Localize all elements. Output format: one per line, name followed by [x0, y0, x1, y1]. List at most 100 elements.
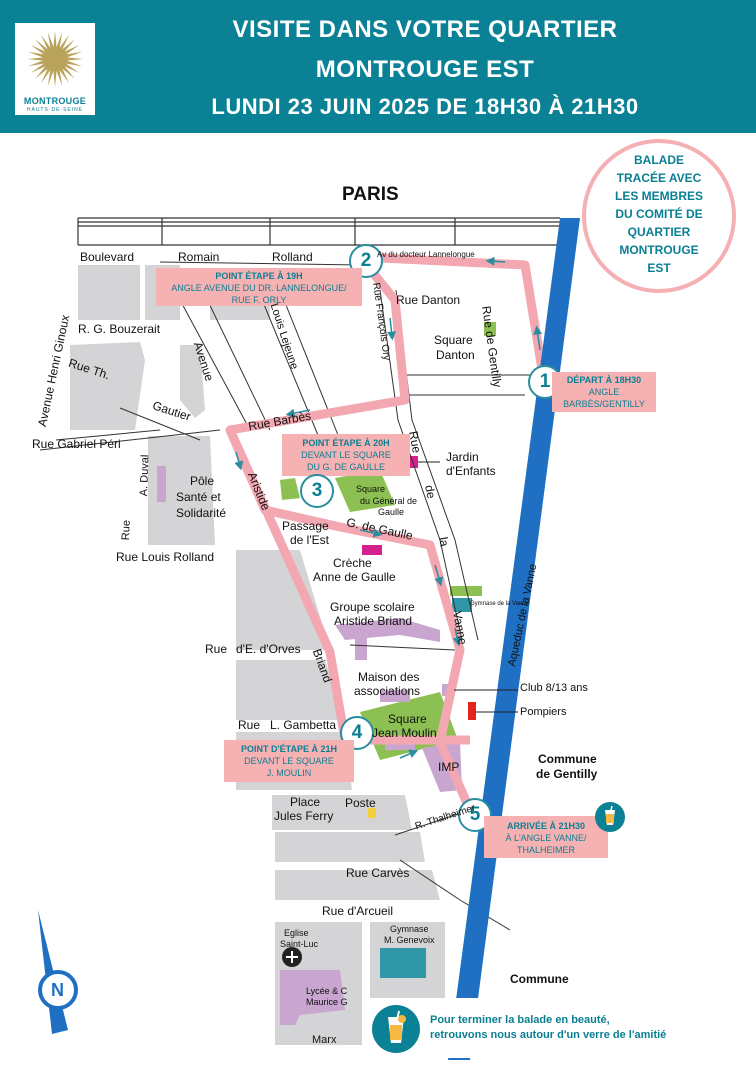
label-north: N	[51, 980, 64, 1000]
label-rue-danton: Rue Danton	[396, 293, 461, 307]
label-square-gdg-3: Gaulle	[378, 507, 405, 517]
label-paris: PARIS	[342, 184, 399, 205]
label-imp: IMP	[438, 760, 460, 774]
label-gymnase-gen-2: M. Genevoix	[384, 935, 435, 945]
logo-subtitle: HAUTS·DE·SEINE	[26, 107, 84, 113]
label-lycee-2: Maurice G	[306, 997, 348, 1007]
gymnase-genevoix-pool	[380, 948, 426, 978]
label-gambetta-2: L. Gambetta	[270, 718, 337, 732]
creche-marker	[362, 545, 382, 555]
green-area	[280, 478, 300, 500]
groupe-scolaire-building	[355, 638, 367, 660]
label-club: Club 8/13 ans	[520, 682, 588, 694]
route-arrow-icon	[234, 256, 543, 759]
step-1-desc: ANGLE	[588, 387, 620, 397]
step-1-box: DÉPART À 18H30 ANGLE BARBÈS/GENTILLY	[552, 372, 656, 412]
lycee-building	[280, 970, 345, 1025]
maison-associations-building	[380, 690, 410, 702]
badge-line: QUARTIER	[627, 225, 691, 239]
label-passage-1: Passage	[282, 519, 329, 533]
label-square-gdg-2: du Général de	[360, 496, 418, 506]
step-2-title: POINT ÉTAPE À 19H	[215, 271, 303, 281]
block	[180, 345, 205, 418]
title-line-1: VISITE DANS VOTRE QUARTIER	[232, 16, 618, 43]
aqueduc-de-la-vanne	[448, 218, 580, 1060]
block	[275, 832, 425, 862]
step-3-desc: DU G. DE GAULLE	[306, 462, 386, 472]
step-3-title: POINT ÉTAPE À 20H	[302, 438, 390, 448]
label-eglise-1: Eglise	[284, 928, 309, 938]
block	[236, 550, 330, 650]
poste-marker	[368, 808, 376, 818]
label-rue-orves-2: d'E. d'Orves	[236, 642, 301, 656]
label-pole-3: Solidarité	[176, 506, 227, 520]
label-lycee-1: Lycée & C	[306, 986, 348, 996]
block	[275, 870, 440, 900]
label-marx: Marx	[312, 1034, 337, 1046]
step-3-marker: 3	[300, 474, 334, 508]
step-5-title: ARRIVÉE À 21H30	[506, 821, 586, 831]
label-rue-orves-1: Rue	[205, 642, 228, 656]
label-maison-1: Maison des	[358, 670, 420, 684]
label-square-jm-1: Square	[388, 712, 427, 726]
step-3-box: POINT ÉTAPE À 20H DEVANT LE SQUARE DU G.…	[282, 434, 410, 476]
badge-line: LES MEMBRES	[614, 189, 703, 203]
label-gymnase-gen-1: Gymnase	[390, 924, 429, 934]
footer-panel	[366, 998, 748, 1058]
label-a-duval: A. Duval	[138, 454, 152, 497]
label-romain: Romain	[178, 250, 220, 264]
step-2-box: POINT ÉTAPE À 19H ANGLE AVENUE DU DR. LA…	[156, 268, 362, 306]
label-gentilly-1: Commune	[538, 752, 597, 766]
badge-line: DU COMITÉ DE	[615, 207, 703, 221]
block	[78, 265, 140, 320]
label-rue: Rue	[120, 519, 133, 541]
square-moulin-building	[385, 740, 415, 750]
label-arcueil: Rue d'Arcueil	[322, 904, 393, 918]
label-av-lannelongue: Av du docteur Lannelongue	[377, 250, 475, 259]
drink-icon	[595, 802, 625, 832]
step-1-desc: BARBÈS/GENTILLY	[563, 399, 645, 409]
pompiers-marker	[468, 702, 476, 720]
label-pole-1: Pôle	[190, 474, 215, 488]
montrouge-logo: MONTROUGE HAUTS·DE·SEINE	[14, 22, 96, 116]
paris-boundary	[77, 217, 560, 246]
step-1-title: DÉPART À 18H30	[566, 375, 642, 385]
badge-line: MONTROUGE	[619, 243, 699, 257]
label-rolland: Rolland	[272, 250, 313, 264]
label-pompiers: Pompiers	[520, 706, 567, 718]
sun-emblem-icon	[27, 31, 83, 87]
step-4-box: POINT D'ÉTAPE À 21H DEVANT LE SQUARE J. …	[224, 740, 354, 782]
compass-north-icon	[38, 910, 78, 1034]
step-2-desc: ANGLE AVENUE DU DR. LANNELONGUE/	[171, 283, 347, 293]
drink-icon	[372, 1005, 420, 1053]
label-gabriel-peri: Rue Gabriel Péri	[32, 437, 121, 451]
label-vanne-2: de	[422, 484, 439, 500]
label-place-jf-1: Place	[290, 795, 321, 809]
label-commune-bottom: Commune	[510, 972, 569, 986]
label-gentilly-2: de Gentilly	[536, 767, 598, 781]
step-5-box: ARRIVÉE À 21H30 À L'ANGLE VANNE/ THALHEI…	[484, 816, 608, 858]
buildings	[157, 466, 462, 1025]
church-cross-icon	[282, 947, 302, 967]
logo-name: MONTROUGE	[23, 96, 87, 106]
step-3-desc: DEVANT LE SQUARE	[301, 450, 391, 460]
label-square-danton-1: Square	[434, 333, 473, 347]
label-place-jf-2: Jules Ferry	[274, 809, 334, 823]
label-passage-2: de l'Est	[290, 533, 329, 547]
label-boulevard: Boulevard	[80, 250, 135, 264]
label-square-gdg-1: Square	[356, 484, 386, 494]
label-gymnase-vanne: Gymnase de la Vanne	[470, 601, 529, 607]
square-danton-green	[484, 322, 496, 336]
label-maison-2: associations	[354, 684, 421, 698]
pole-building	[157, 466, 166, 502]
badge-text: BALADE TRACÉE AVEC LES MEMBRES DU COMITÉ…	[586, 151, 732, 277]
footer-line-2: retrouvons nous autour d'un verre de l'a…	[430, 1029, 667, 1041]
label-poste: Poste	[345, 796, 376, 810]
badge-line: BALADE	[634, 153, 684, 167]
label-louis-rolland: Rue Louis Rolland	[116, 550, 215, 564]
label-pole-2: Santé et	[176, 490, 221, 504]
step-4-desc: DEVANT LE SQUARE	[244, 756, 334, 766]
label-creche-1: Crèche	[333, 556, 372, 570]
label-carves: Rue Carvès	[346, 866, 410, 880]
